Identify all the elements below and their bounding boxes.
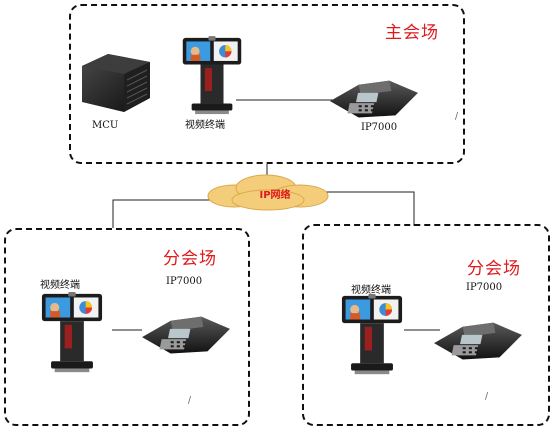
left-branch-title: 分会场	[163, 249, 217, 269]
mcu-label: MCU	[92, 120, 119, 131]
right-branch-box	[302, 224, 550, 426]
network-label: IP网络	[259, 190, 291, 201]
video-terminal-icon	[41, 292, 103, 373]
right-branch-title: 分会场	[467, 259, 521, 279]
video-terminal-icon	[341, 294, 403, 375]
main-site-box	[69, 4, 465, 164]
right-terminal-label: 视频终端	[351, 285, 391, 296]
left-branch-box	[4, 228, 250, 426]
right-phone-label: IP7000	[466, 282, 503, 293]
main-terminal-label: 视频终端	[185, 120, 225, 131]
right-branch-mark: /	[485, 392, 489, 402]
video-terminal-icon	[182, 36, 242, 115]
left-phone-label: IP7000	[166, 276, 203, 287]
main-phone-label: IP7000	[361, 122, 398, 133]
conference-phone-icon	[434, 322, 522, 360]
main-site-title: 主会场	[385, 23, 439, 43]
left-terminal-label: 视频终端	[40, 280, 80, 291]
conference-phone-icon	[142, 316, 230, 354]
left-branch-mark: /	[188, 396, 192, 406]
network-cloud-icon	[207, 174, 329, 211]
conference-phone-icon	[330, 80, 418, 118]
mcu-server-icon	[82, 54, 150, 112]
main-site-mark: /	[455, 112, 459, 122]
